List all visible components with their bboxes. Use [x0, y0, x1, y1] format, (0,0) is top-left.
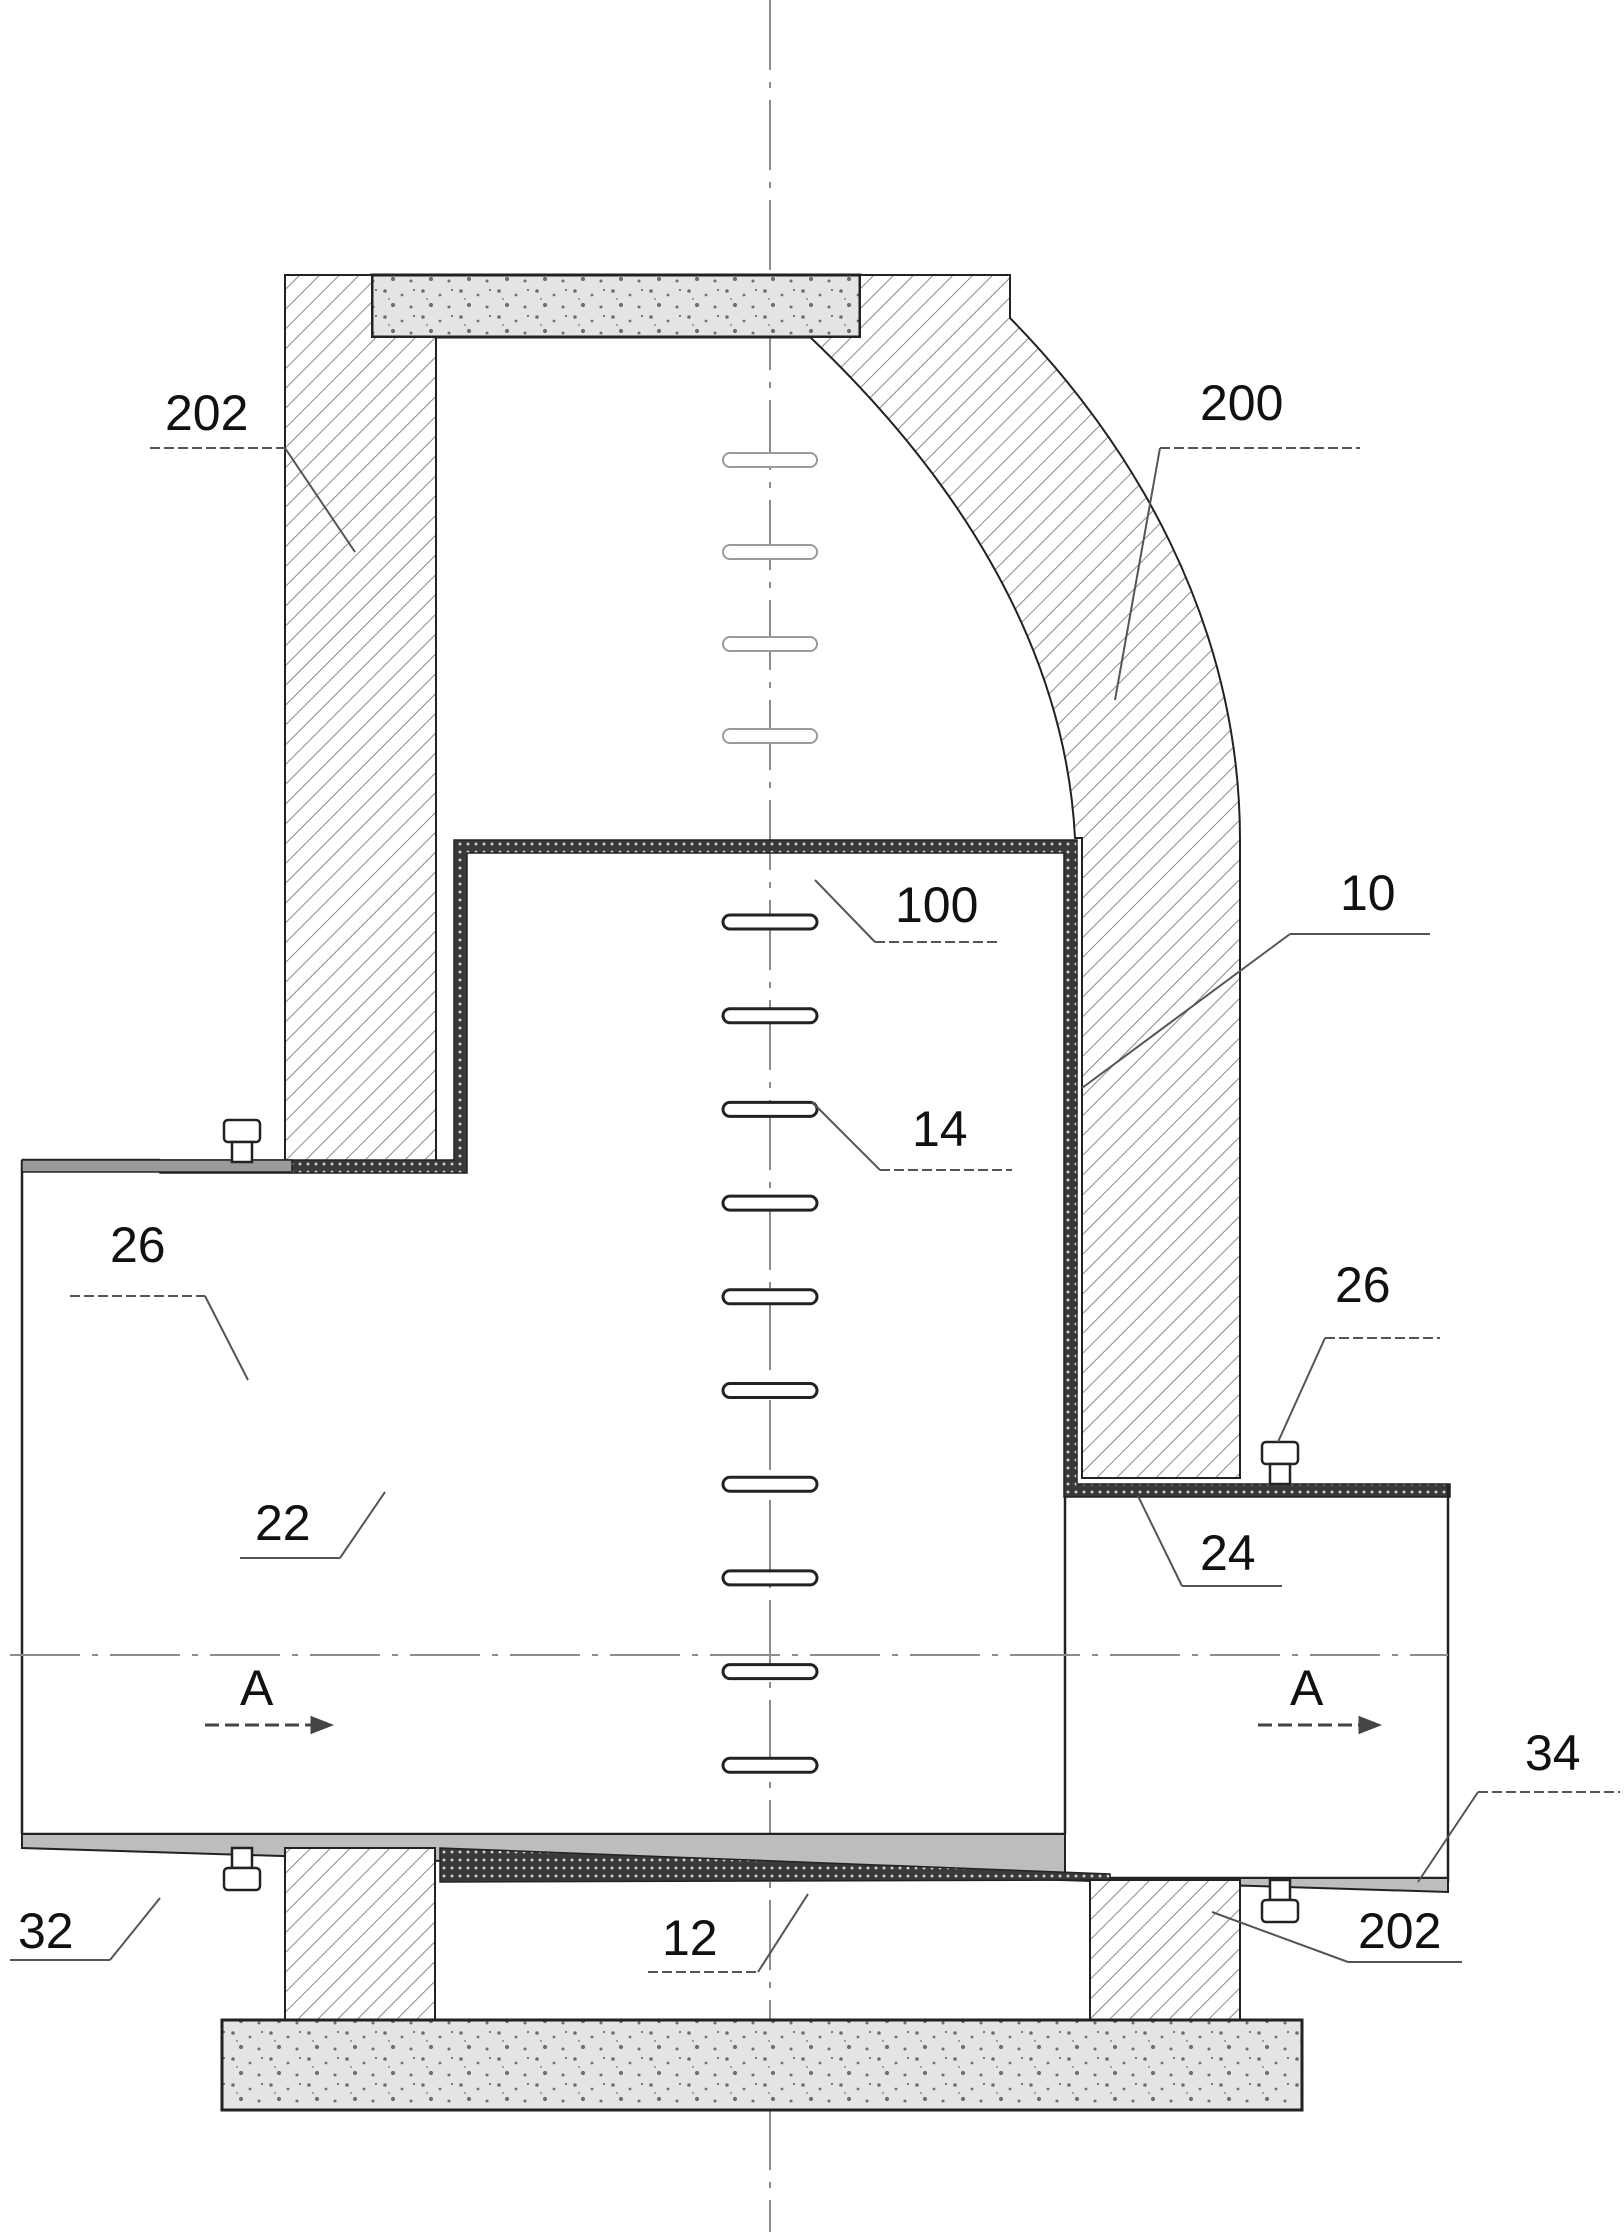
top-cover-slab — [370, 273, 862, 339]
label-100: 100 — [895, 877, 978, 933]
bottom-left-support-202 — [284, 1847, 436, 2021]
bottom-right-support-202 — [1089, 1879, 1241, 2021]
slot-group — [721, 452, 819, 1774]
lower-slot — [721, 1194, 819, 1212]
lower-slot — [721, 1756, 819, 1774]
right-curved-wall-200 — [807, 274, 1241, 1479]
flow-label-right: A — [1290, 1660, 1324, 1716]
flow-arrow-right — [1258, 1715, 1383, 1735]
lower-slot — [721, 1569, 819, 1587]
upper-slot — [722, 544, 818, 560]
leader-lines — [10, 447, 1620, 1973]
lower-slot — [721, 1288, 819, 1306]
lower-slot — [721, 1475, 819, 1493]
label-202-bottom: 202 — [1358, 1903, 1441, 1959]
lower-slot — [721, 913, 819, 931]
left-top-flange — [21, 1159, 293, 1173]
label-22: 22 — [255, 1495, 311, 1551]
flow-arrow-left — [205, 1715, 335, 1735]
label-14: 14 — [912, 1101, 968, 1157]
label-26-left: 26 — [110, 1217, 166, 1273]
lower-slot — [721, 1382, 819, 1399]
label-202-top: 202 — [165, 385, 248, 441]
label-200: 200 — [1200, 375, 1283, 431]
label-32: 32 — [18, 1903, 74, 1959]
label-12: 12 — [662, 1910, 718, 1966]
lower-slot — [721, 1007, 819, 1025]
bottom-base-slab — [220, 2018, 1304, 2112]
bolt-icon-bottom-right — [1260, 1878, 1300, 1924]
label-26-right: 26 — [1335, 1257, 1391, 1313]
bolt-icon-top-right — [1260, 1440, 1300, 1486]
lower-slot — [721, 1663, 819, 1681]
label-24: 24 — [1200, 1525, 1256, 1581]
upper-slot — [722, 452, 818, 468]
inner-liner-10 — [159, 839, 1451, 1498]
bolt-icon-top-left — [222, 1118, 262, 1164]
flow-label-left: A — [240, 1660, 274, 1716]
label-10: 10 — [1340, 865, 1396, 921]
upper-slot — [722, 636, 818, 652]
lower-slot — [721, 1100, 819, 1118]
bolt-icon-bottom-left — [222, 1846, 262, 1892]
upper-slot — [722, 728, 818, 744]
label-34: 34 — [1525, 1725, 1581, 1781]
left-wall-202 — [284, 274, 437, 1165]
